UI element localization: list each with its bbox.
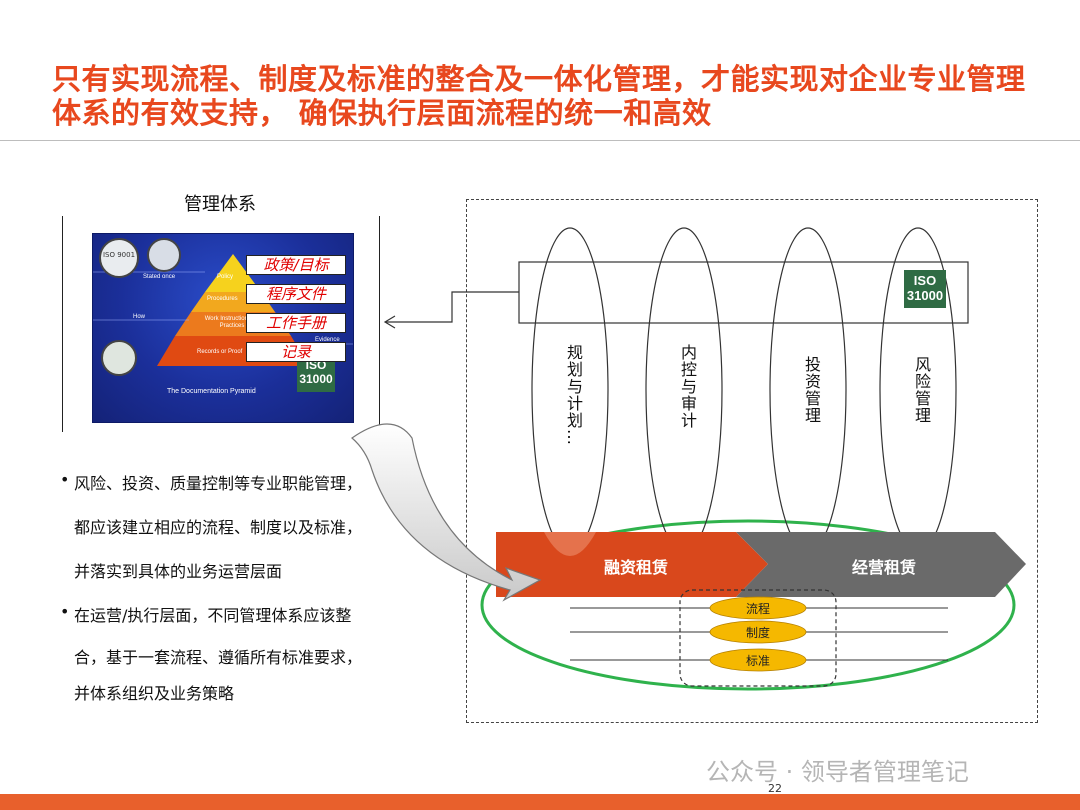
- bullet-1-line-3: 并落实到具体的业务运营层面: [74, 558, 282, 582]
- category-audit: 内控与审计: [675, 344, 699, 429]
- iso-badge-right-text: ISO 31000: [904, 273, 946, 303]
- operating-lease-label: 经营租赁: [834, 554, 934, 578]
- pyramid-tag-stated-once: Stated once: [143, 274, 175, 280]
- bullet-1-line-2: 都应该建立相应的流程、制度以及标准，: [74, 514, 362, 538]
- category-investment: 投资管理: [799, 356, 823, 424]
- category-risk: 风险管理: [909, 356, 933, 424]
- label-policy-objective: 政策/目标: [246, 255, 346, 275]
- pill-policy-label: 制度: [710, 624, 806, 641]
- integrated-system-frame: [466, 199, 1038, 723]
- right-bracket-line: [379, 216, 380, 432]
- title-line-1: 只有实现流程、制度及标准的整合及一体化管理，才能实现对企业专业管理: [52, 62, 1062, 96]
- bullet-2-line-3: 并体系组织及业务策略: [74, 680, 234, 704]
- label-work-manual: 工作手册: [246, 313, 346, 333]
- iso-9001-seal-icon: ISO 9001: [99, 238, 139, 278]
- management-system-heading: 管理体系: [160, 190, 280, 216]
- certification-seal-icon: [101, 340, 137, 376]
- bullet-2-line-2: 合，基于一套流程、遵循所有标准要求，: [74, 644, 362, 668]
- left-bracket-line: [62, 216, 63, 432]
- pyramid-tag-policy: Policy: [217, 274, 233, 280]
- pill-process-label: 流程: [710, 600, 806, 617]
- label-procedure-docs: 程序文件: [246, 284, 346, 304]
- finance-lease-label: 融资租赁: [586, 554, 686, 578]
- watermark-right: 公众号 · 领导者管理笔记: [706, 752, 969, 787]
- pill-standard-label: 标准: [710, 652, 806, 669]
- connector-arrowhead-icon: [385, 316, 395, 328]
- bullet-1-line-1: 风险、投资、质量控制等专业职能管理，: [74, 470, 362, 494]
- page-number: 22: [760, 782, 790, 795]
- page-title: 只有实现流程、制度及标准的整合及一体化管理，才能实现对企业专业管理 体系的有效支…: [52, 62, 1062, 130]
- pyramid-tag-how: How: [133, 314, 145, 320]
- label-records: 记录: [246, 342, 346, 362]
- title-line-2: 体系的有效支持， 确保执行层面流程的统一和高效: [52, 96, 1062, 130]
- pyramid-tag-records: Records or Proof: [197, 349, 242, 355]
- title-divider: [0, 140, 1080, 141]
- pyramid-tag-procedures: Procedures: [207, 296, 238, 302]
- category-planning: 规划与计划…: [561, 344, 585, 446]
- bullet-2-line-1: 在运营/执行层面，不同管理体系应该整: [74, 602, 351, 626]
- pyramid-caption: The Documentation Pyramid: [167, 388, 256, 395]
- standards-seal-icon: [147, 238, 181, 272]
- footer-bar: [0, 794, 1080, 810]
